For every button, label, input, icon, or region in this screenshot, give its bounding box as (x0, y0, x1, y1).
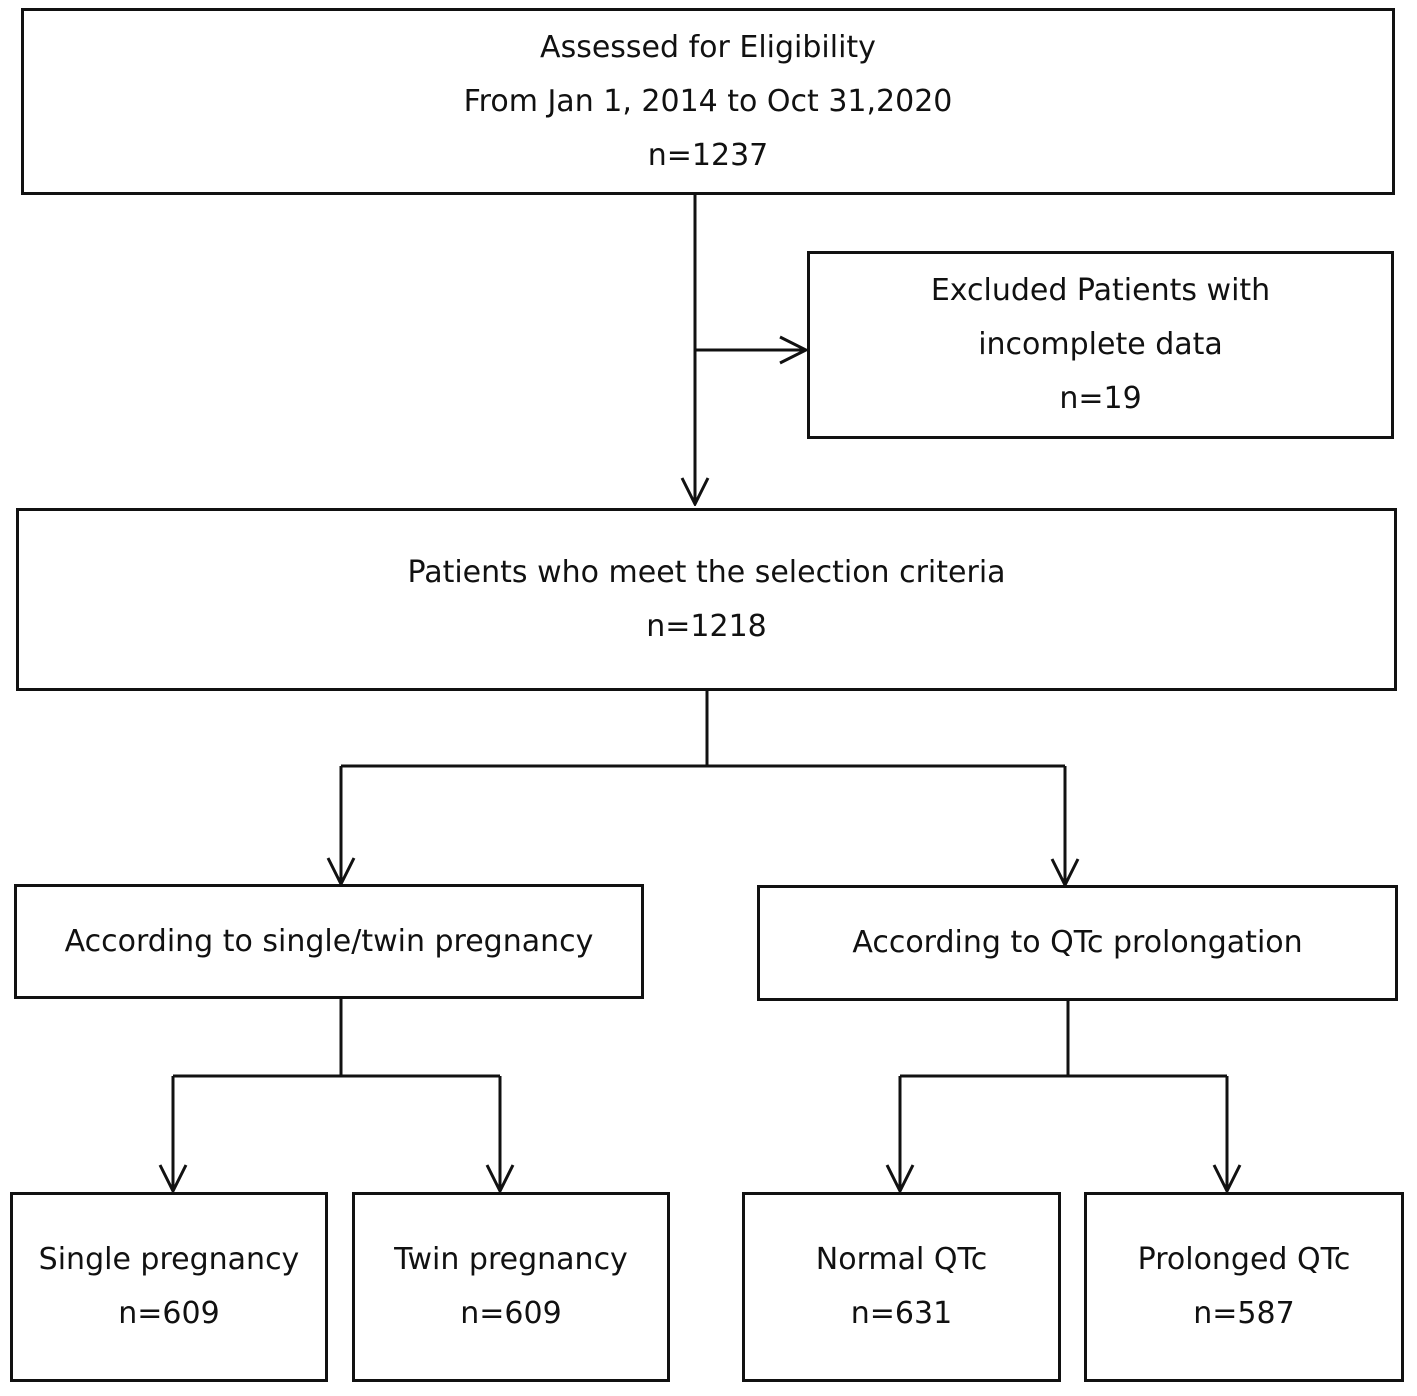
selected-count: n=1218 (646, 608, 767, 644)
box-group-pregnancy: According to single/twin pregnancy (14, 884, 644, 999)
excluded-title: Excluded Patients with (930, 273, 1271, 308)
group-qtc-title: According to QTc prolongation (852, 925, 1303, 960)
selected-title: Patients who meet the selection criteria (407, 554, 1006, 590)
twin-count: n=609 (460, 1296, 562, 1331)
prolonged-qtc-count: n=587 (1193, 1296, 1295, 1331)
assessed-date-range: From Jan 1, 2014 to Oct 31,2020 (463, 83, 953, 119)
excluded-count: n=19 (1059, 381, 1142, 416)
box-prolonged-qtc: Prolonged QTc n=587 (1084, 1192, 1404, 1382)
box-assessed-eligibility: Assessed for Eligibility From Jan 1, 201… (21, 8, 1395, 195)
group-pregnancy-title: According to single/twin pregnancy (64, 923, 594, 959)
box-normal-qtc: Normal QTc n=631 (742, 1192, 1061, 1382)
box-twin-pregnancy: Twin pregnancy n=609 (352, 1192, 670, 1382)
assessed-title: Assessed for Eligibility (540, 29, 876, 65)
twin-title: Twin pregnancy (394, 1242, 628, 1277)
box-selected-patients: Patients who meet the selection criteria… (16, 508, 1397, 691)
assessed-count: n=1237 (647, 137, 769, 173)
box-group-qtc: According to QTc prolongation (757, 885, 1398, 1001)
single-title: Single pregnancy (38, 1242, 300, 1277)
normal-qtc-title: Normal QTc (815, 1242, 988, 1277)
box-single-pregnancy: Single pregnancy n=609 (10, 1192, 328, 1382)
normal-qtc-count: n=631 (850, 1296, 953, 1331)
single-count: n=609 (118, 1296, 220, 1331)
prolonged-qtc-title: Prolonged QTc (1137, 1242, 1351, 1277)
excluded-reason: incomplete data (978, 327, 1223, 362)
box-excluded-patients: Excluded Patients with incomplete data n… (807, 251, 1394, 439)
